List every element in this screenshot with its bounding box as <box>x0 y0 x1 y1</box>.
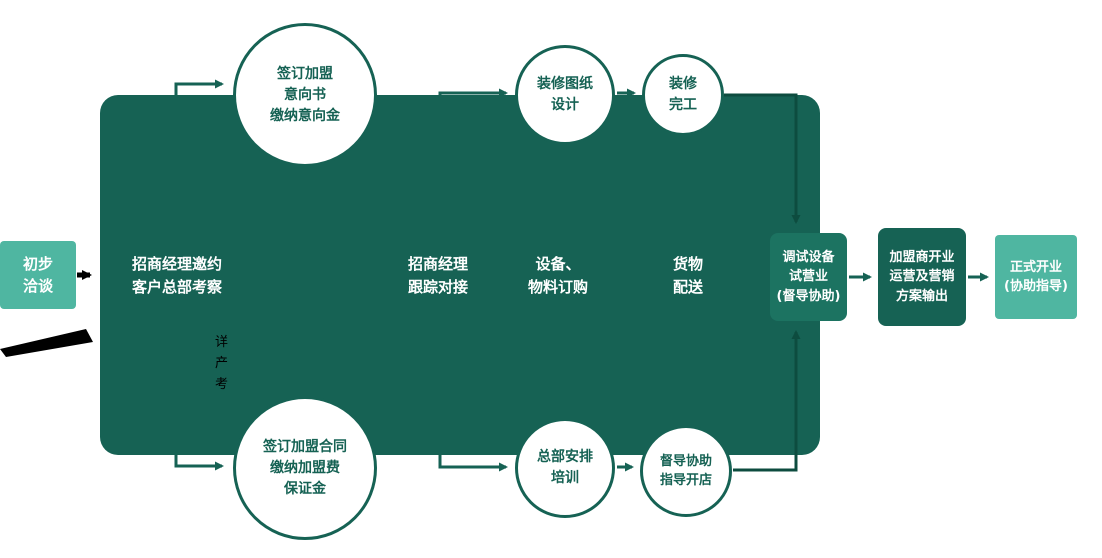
milestone-supervised-opening: 督导协助 指导开店 <box>640 425 732 517</box>
stage-goods-delivery: 货物 配送 <box>672 255 703 296</box>
stage-equipment-ordering: 设备、 物料订购 <box>527 255 588 296</box>
milestone-sign-intent-letter: 签订加盟 意向书 缴纳意向金 <box>233 23 377 167</box>
black-banner-fragment <box>0 329 93 357</box>
step-trial-operation: 调试设备 试营业 (督导协助) <box>770 233 847 321</box>
step-official-opening: 正式开业 (协助指导) <box>995 235 1077 319</box>
stage-manager-follow-up: 招商经理 跟踪对接 <box>407 255 468 296</box>
step-initial-negotiation: 初步 洽谈 <box>0 241 76 309</box>
milestone-hq-training: 总部安排 培训 <box>515 418 615 518</box>
milestone-sign-franchise-contract: 签订加盟合同 缴纳加盟费 保证金 <box>233 396 377 540</box>
stage-invite-inspection: 招商经理邀约 客户总部考察 <box>131 255 222 296</box>
milestone-decoration-complete: 装修 完工 <box>642 54 724 136</box>
step-opening-marketing-output: 加盟商开业 运营及营销 方案输出 <box>878 228 966 326</box>
obscured-note-text: 详 产 考 <box>215 335 229 392</box>
milestone-decoration-design: 装修图纸 设计 <box>515 45 615 145</box>
